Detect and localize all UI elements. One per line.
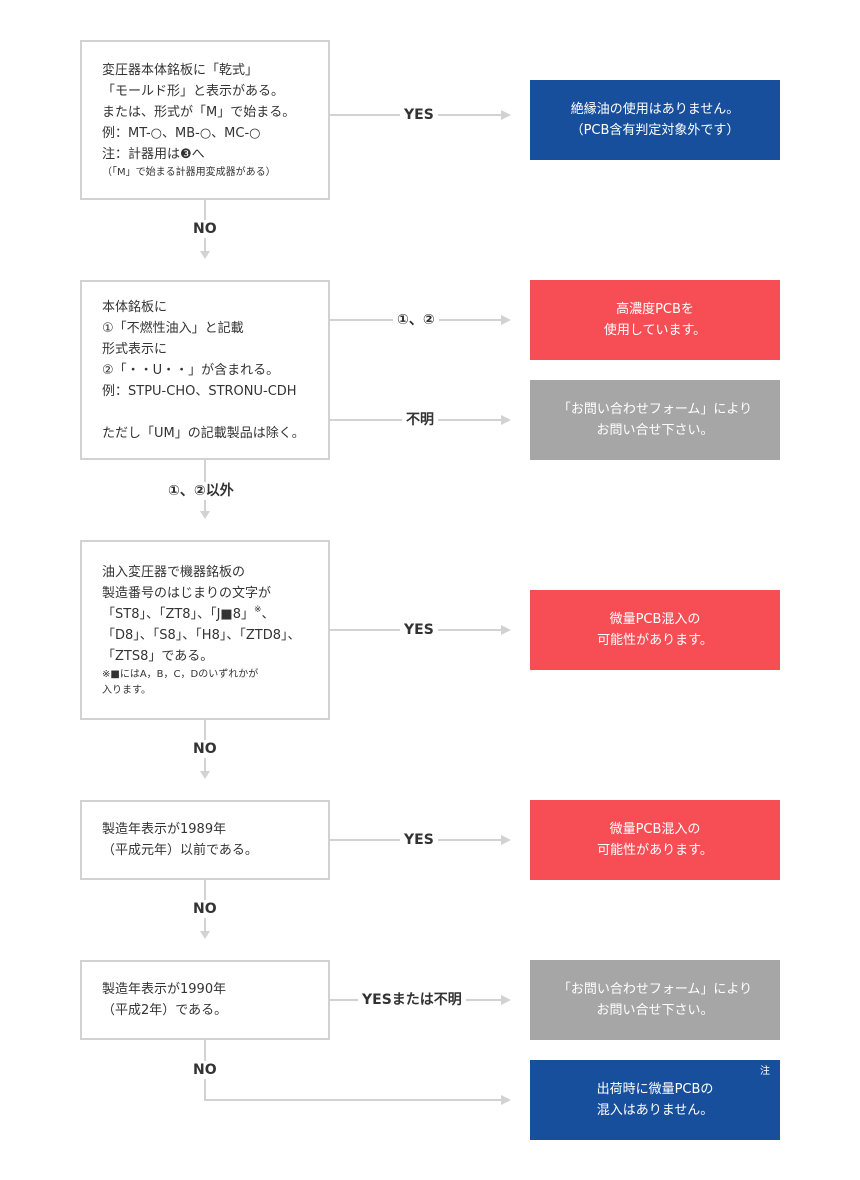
question-2-exception: ただし「UM」の記載製品は除く。 [102, 425, 305, 441]
label-yes-1: YES [400, 106, 438, 124]
question-2-line-2: ①「不燃性油入」と記載 [102, 320, 244, 336]
question-1-note: （「M」で始まる計器用変成器がある） [102, 166, 276, 178]
answer-high-pcb-line-1: 高濃度PCBを [616, 302, 694, 317]
answer-trace-1-line-2: 可能性があります。 [597, 633, 713, 648]
question-4-line-2: （平成元年）以前である。 [102, 843, 258, 858]
answer-no-trace-line-1: 出荷時に微量PCBの [596, 1082, 714, 1097]
question-3-line-3-tail: 、 [261, 606, 275, 622]
answer-contact-1-line-1: 「お問い合わせフォーム」により [557, 402, 753, 417]
label-yes-or-unknown: YESまたは不明 [358, 991, 466, 1009]
answer-high-concentration-pcb: 高濃度PCBを 使用しています。 [530, 280, 780, 360]
question-box-2: 本体銘板に ①「不燃性油入」と記載 形式表示に ②「・・U・・」が含まれる。 例… [80, 280, 330, 460]
label-no-3: NO [189, 740, 221, 758]
question-box-3: 油入変圧器で機器銘板の 製造番号のはじまりの文字が 「ST8」、「ZT8」、「J… [80, 540, 330, 720]
question-2-line-3: 形式表示に [102, 341, 168, 357]
answer-no-trace-note-mark: 注 [760, 1066, 770, 1077]
answer-contact-form-2: 「お問い合わせフォーム」により お問い合せ下さい。 [530, 960, 780, 1040]
answer-contact-form-1: 「お問い合わせフォーム」により お問い合せ下さい。 [530, 380, 780, 460]
question-2-line-4: ②「・・U・・」が含まれる。 [102, 362, 280, 378]
question-2-spacer [102, 402, 318, 423]
question-1-line-4: 例：MT-○、MB-○、MC-○ [102, 125, 261, 141]
question-3-note-1: ※■にはA，B，C，Dのいずれかが [102, 668, 259, 680]
question-2-line-1: 本体銘板に [102, 299, 168, 315]
answer-no-trace-pcb: 注 出荷時に微量PCBの 混入はありません。 [530, 1060, 780, 1140]
answer-contact-2-line-2: お問い合せ下さい。 [596, 1003, 714, 1018]
label-circled-1-2: ①、② [393, 311, 439, 329]
question-3-line-3: 「ST8」、「ZT8」、「J■8」※、 [102, 604, 318, 625]
question-3-line-4: 「D8」、「S8」、「H8」、「ZTD8」、 [102, 627, 301, 643]
question-1-line-2: 「モールド形」と表示がある。 [102, 83, 285, 99]
label-yes-3: YES [400, 621, 438, 639]
answer-trace-2-line-1: 微量PCB混入の [609, 822, 701, 837]
label-no-1: NO [189, 220, 221, 238]
label-yes-4: YES [400, 831, 438, 849]
answer-no-trace-line-2: 混入はありません。 [596, 1103, 714, 1118]
question-box-4: 製造年表示が1989年 （平成元年）以前である。 [80, 800, 330, 880]
answer-contact-2-line-1: 「お問い合わせフォーム」により [557, 982, 753, 997]
question-4-line-1: 製造年表示が1989年 [102, 822, 227, 837]
question-3-note-2: 入ります。 [102, 684, 151, 696]
question-3-footnote-mark: ※ [253, 604, 262, 615]
question-box-5: 製造年表示が1990年 （平成2年）である。 [80, 960, 330, 1040]
question-1-line-1: 変圧器本体銘板に「乾式」 [102, 62, 259, 78]
question-3-line-1: 油入変圧器で機器銘板の [102, 564, 246, 580]
label-unknown: 不明 [402, 411, 438, 429]
answer-trace-1-line-1: 微量PCB混入の [609, 612, 701, 627]
answer-high-pcb-line-2: 使用しています。 [603, 323, 707, 338]
question-3-line-2: 製造番号のはじまりの文字が [102, 585, 272, 601]
answer-trace-2-line-2: 可能性があります。 [597, 843, 713, 858]
question-5-line-1: 製造年表示が1990年 [102, 982, 227, 997]
answer-no-insulating-oil: 絶縁油の使用はありません。 （PCB含有判定対象外です） [530, 80, 780, 160]
answer-contact-1-line-2: お問い合せ下さい。 [596, 423, 714, 438]
label-no-4: NO [189, 900, 221, 918]
question-5-line-2: （平成2年）である。 [102, 1003, 228, 1018]
question-1-line-5: 注：計器用は❸へ [102, 146, 205, 162]
answer-trace-pcb-possible-1: 微量PCB混入の 可能性があります。 [530, 590, 780, 670]
label-no-5: NO [189, 1061, 221, 1079]
question-box-1: 変圧器本体銘板に「乾式」 「モールド形」と表示がある。 または、形式が「M」で始… [80, 40, 330, 200]
question-2-line-5: 例：STPU-CHO、STRONU-CDH [102, 383, 297, 399]
question-3-line-5: 「ZTS8」である。 [102, 648, 214, 664]
question-3-line-3-main: 「ST8」、「ZT8」、「J■8」 [102, 606, 254, 622]
question-1-line-3: または、形式が「M」で始まる。 [102, 104, 296, 120]
label-other-than-1-2: ①、②以外 [164, 482, 238, 500]
answer-trace-pcb-possible-2: 微量PCB混入の 可能性があります。 [530, 800, 780, 880]
answer-no-insulating-oil-line-1: 絶縁油の使用はありません。 [570, 102, 740, 117]
answer-no-insulating-oil-line-2: （PCB含有判定対象外です） [570, 123, 740, 138]
